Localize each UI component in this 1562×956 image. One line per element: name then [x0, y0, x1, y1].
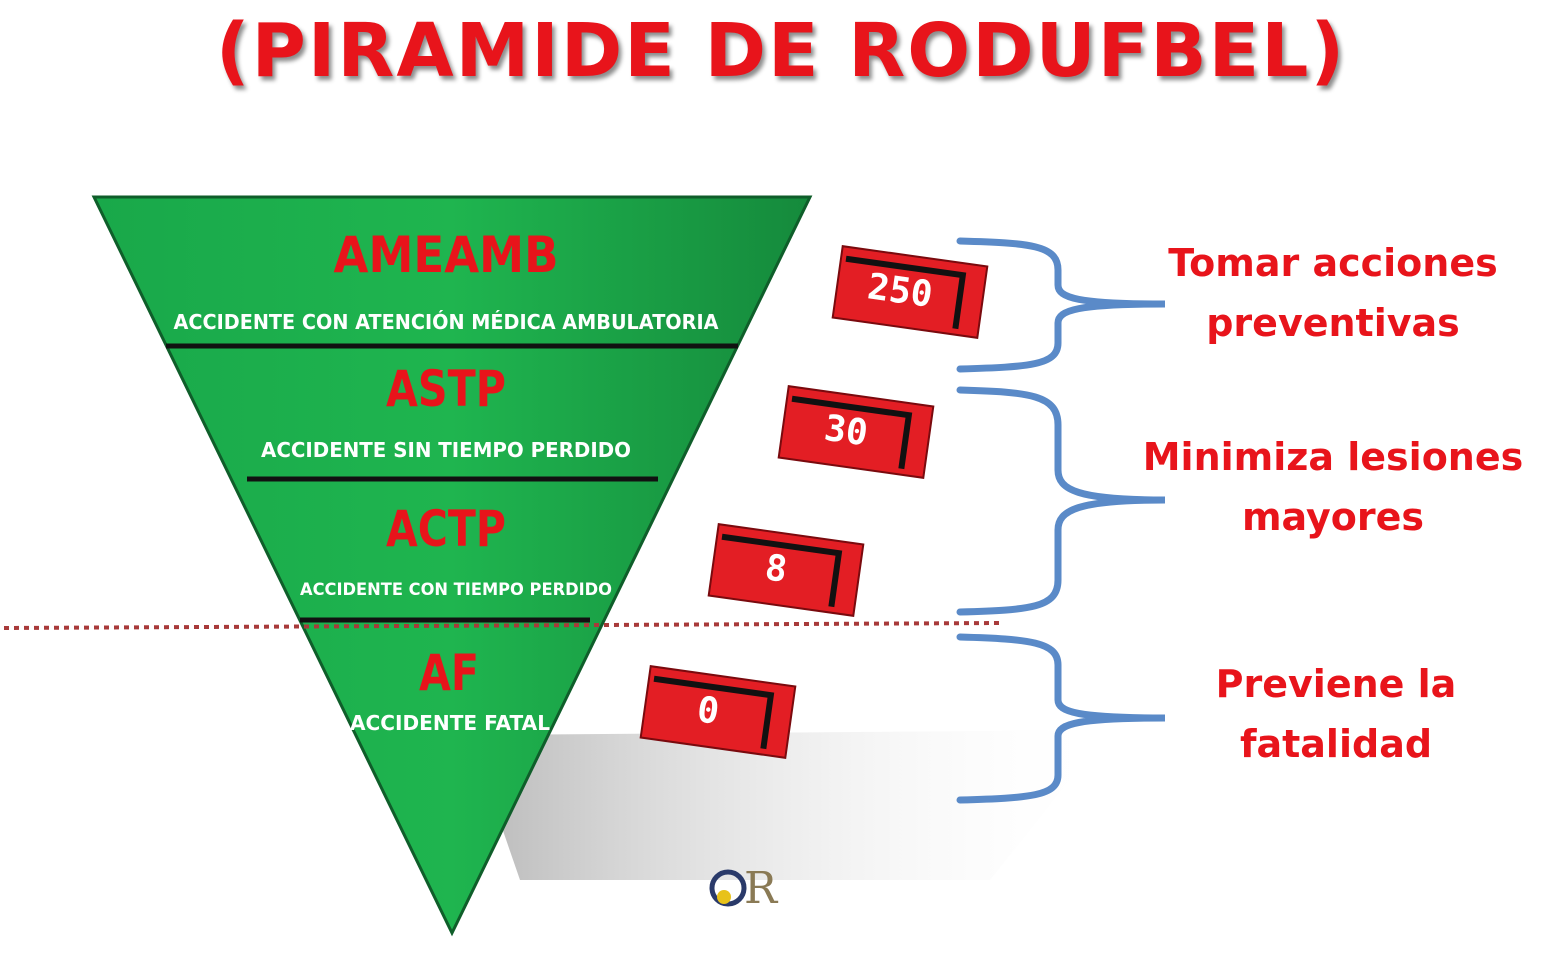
level-desc-astp: ACCIDENTE SIN TIEMPO PERDIDO [261, 438, 631, 462]
counter-astp: 30 [777, 385, 935, 479]
level-code-actp: ACTP [386, 500, 506, 558]
counter-ameamb: 250 [831, 245, 989, 339]
note-2-line-2: mayores [1242, 495, 1424, 539]
note-1-line-2: preventivas [1206, 301, 1460, 345]
note-3-line-1: Previene la [1216, 662, 1457, 706]
inverted-pyramid [91, 195, 813, 937]
brace-3 [956, 633, 1166, 804]
brand-logo: R [709, 863, 779, 914]
page-title: (PIRAMIDE DE RODUFBEL) [215, 8, 1347, 94]
brace-1 [956, 237, 1166, 373]
counter-actp: 8 [707, 523, 865, 617]
level-code-astp: ASTP [386, 360, 506, 418]
fatality-threshold-line [3, 621, 1001, 630]
pyramid-shadow [470, 730, 1110, 880]
level-desc-actp: ACCIDENTE CON TIEMPO PERDIDO [300, 580, 612, 600]
globe-logo-icon [709, 869, 747, 907]
level-code-ameamb: AMEAMB [334, 226, 559, 284]
level-code-af: AF [419, 644, 479, 702]
brace-2 [956, 386, 1166, 616]
note-2-line-1: Minimiza lesiones [1143, 435, 1524, 479]
counter-af: 0 [639, 665, 797, 759]
level-desc-af: ACCIDENTE FATAL [350, 711, 550, 735]
counter-value-ameamb: 250 [865, 266, 935, 316]
counter-value-astp: 30 [822, 408, 871, 455]
note-3-line-2: fatalidad [1240, 722, 1432, 766]
note-1-line-1: Tomar acciones [1168, 241, 1497, 285]
logo-letter: R [744, 863, 779, 914]
level-desc-ameamb: ACCIDENTE CON ATENCIÓN MÉDICA AMBULATORI… [174, 310, 719, 334]
